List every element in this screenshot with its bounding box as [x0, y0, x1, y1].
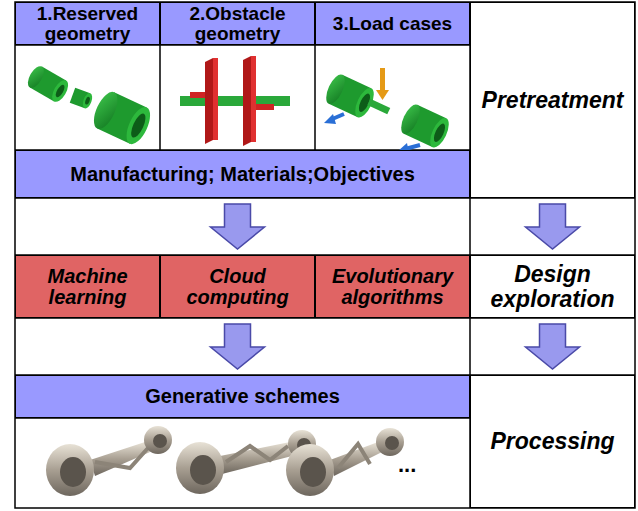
box-text: 3.Load cases: [329, 14, 456, 34]
connecting-rod-figures: [46, 426, 404, 496]
band-box: Generative schemes: [15, 375, 470, 418]
box-text: Generative schemes: [141, 386, 344, 407]
ellipsis-label: ...: [398, 452, 416, 478]
box-text: 2.Obstacle geometry: [161, 4, 314, 44]
header-box: 1.Reserved geometry: [15, 2, 160, 45]
box-text: Manufacturing; Materials;Objectives: [66, 164, 419, 185]
header-box: 3.Load cases: [315, 2, 470, 45]
block-arrow: [211, 324, 265, 369]
stage-box: Processing: [470, 375, 635, 508]
box-text: Evolutionary algorithms: [316, 266, 469, 308]
box-text: Processing: [487, 429, 619, 453]
block-arrow: [211, 204, 265, 249]
box-text: Design exploration: [471, 262, 634, 310]
band-box: Manufacturing; Materials;Objectives: [15, 150, 470, 198]
table-grid: [15, 2, 635, 508]
reserved-geometry-figure: [25, 64, 155, 148]
block-arrow: [526, 324, 580, 369]
stage-box: Pretreatment: [470, 2, 635, 198]
header-box: 2.Obstacle geometry: [160, 2, 315, 45]
box-text: 1.Reserved geometry: [16, 4, 159, 44]
block-arrow: [526, 204, 580, 249]
box-text: Cloud computing: [161, 266, 314, 308]
method-box: Machine learning: [15, 255, 160, 318]
method-box: Cloud computing: [160, 255, 315, 318]
load-cases-figure: [322, 68, 452, 153]
stage-box: Design exploration: [470, 255, 635, 318]
box-text: Pretreatment: [478, 88, 628, 112]
obstacle-geometry-figure: [180, 56, 290, 146]
box-text: Machine learning: [16, 266, 159, 308]
method-box: Evolutionary algorithms: [315, 255, 470, 318]
